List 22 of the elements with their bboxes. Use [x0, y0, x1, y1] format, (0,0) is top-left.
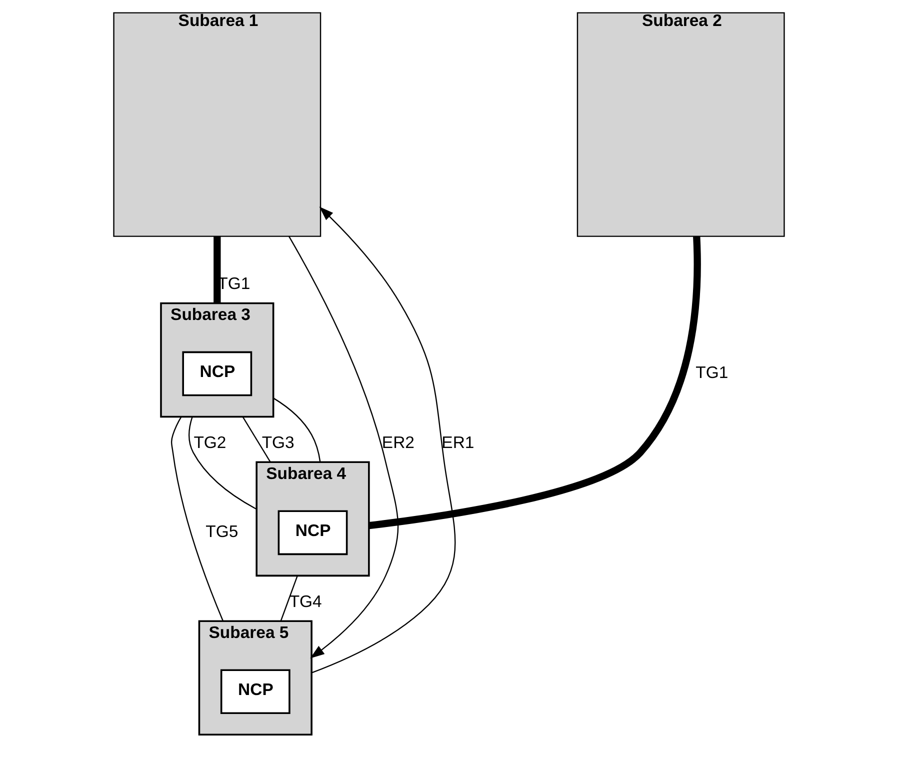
node-box: NCP: [220, 669, 290, 714]
edge-label: TG5: [206, 522, 238, 542]
connector: [242, 416, 271, 462]
edge-label: TG1: [218, 274, 250, 294]
edge-label: ER1: [442, 433, 474, 452]
edge-label: TG4: [289, 592, 322, 611]
edge-label: TG2: [194, 433, 226, 452]
connector: [368, 236, 701, 530]
edge-label: TG1: [696, 363, 728, 382]
node-box: Subarea 2: [576, 12, 785, 237]
connector: [188, 416, 257, 510]
arrow: [311, 206, 456, 674]
connector: [170, 416, 224, 622]
node-box: NCP: [278, 510, 348, 556]
connector: [214, 236, 221, 304]
connector: [273, 398, 321, 462]
arrow: [288, 236, 399, 658]
edge-label: TG3: [262, 433, 294, 452]
node-box: NCP: [182, 351, 252, 396]
node-box: Subarea 1: [113, 12, 322, 237]
edge-label: ER2: [382, 433, 414, 452]
connector: [280, 575, 298, 622]
